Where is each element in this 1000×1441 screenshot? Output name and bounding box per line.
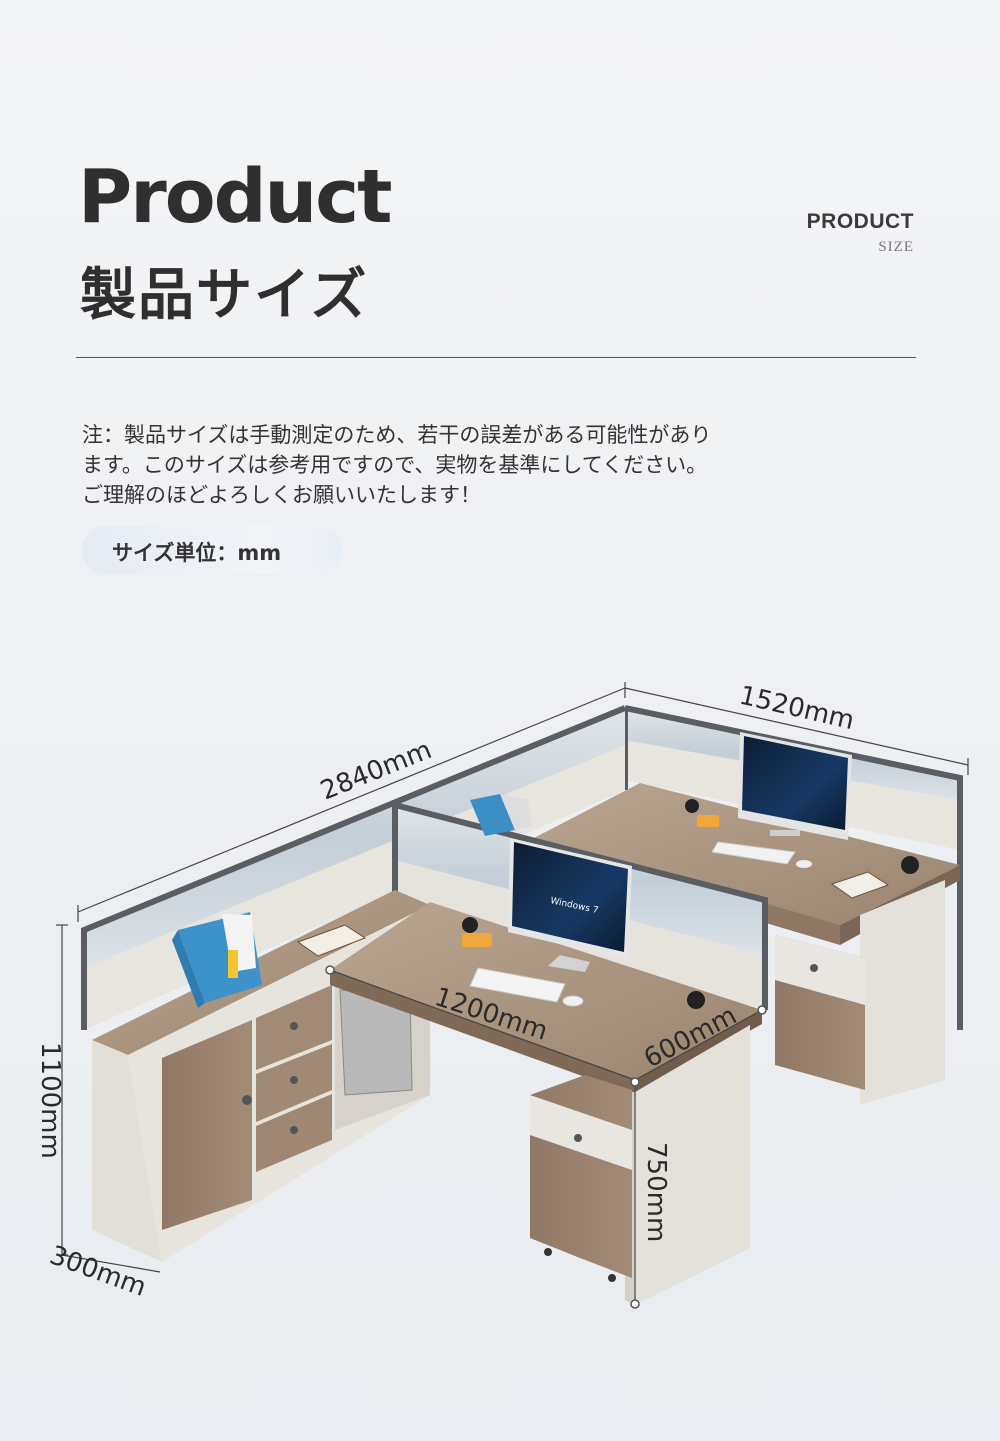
book-stack [296,924,367,957]
dim-cabinet-depth: 300mm [46,1240,150,1302]
title-japanese: 製品サイズ [80,263,369,328]
file-holder [172,912,262,1008]
dim-height: 1100mm [35,1042,65,1159]
note-line-1: 注：製品サイズは手動測定のため、若干の誤差がある可能性があり [82,423,712,447]
dimension-lines [56,682,969,1302]
unit-pill [82,526,342,574]
note-line-2: ます。このサイズは参考用ですので、実物を基準にしてください。 [82,453,708,477]
size-tag: SIZE [878,239,914,255]
measurement-note: 注：製品サイズは手動測定のため、若干の誤差がある可能性があり ます。このサイズは… [82,420,842,510]
unit-label: サイズ単位：mm [112,541,282,565]
header-divider [76,357,916,358]
dimension-endpoints [325,965,767,1309]
title-english: Product [78,154,392,240]
dim-side-length: 1520mm [736,681,857,737]
front-monitor: Windows 7 [462,838,705,1009]
dim-desk-height: 750mm [641,1142,671,1242]
workstation-illustration: Windows 7 2840mm 1520mm 1100mm 300mm 120… [35,681,969,1309]
back-file-holder [470,794,532,836]
product-tag: PRODUCT [806,210,914,233]
note-line-3: ご理解のほどよろしくお願いいたします！ [82,483,481,507]
